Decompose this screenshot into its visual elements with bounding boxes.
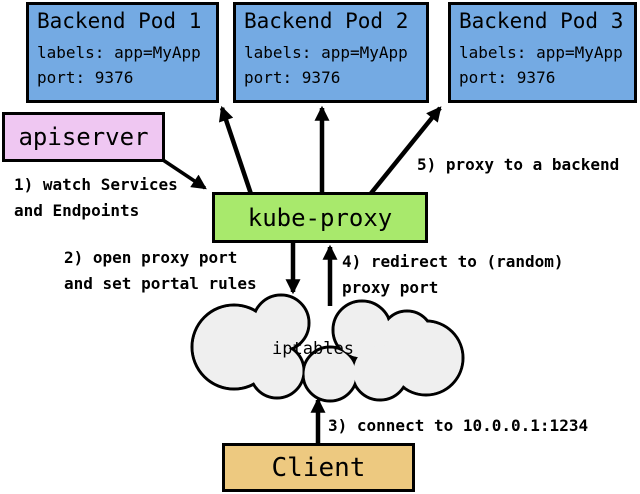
backend-pod-1-port: port: 9376 (37, 68, 134, 87)
backend-pod-1-labels: labels: app=MyApp (37, 43, 201, 62)
step2-annotation: 2) open proxy port and set portal rules (64, 248, 257, 293)
step4-annotation: 4) redirect to (random) proxy port (342, 252, 564, 297)
kube-proxy-label: kube-proxy (247, 203, 393, 232)
arrow-kube-proxy-to-pod3 (366, 106, 442, 199)
arrow-apiserver-to-kube-proxy (159, 156, 207, 190)
backend-pod-2-labels: labels: app=MyApp (244, 43, 408, 62)
backend-pod-3-box: Backend Pod 3 labels: app=MyApp port: 93… (448, 2, 637, 103)
apiserver-box: apiserver (2, 112, 165, 162)
step5-annotation: 5) proxy to a backend (417, 155, 620, 174)
kube-proxy-box: kube-proxy (212, 192, 428, 243)
arrow-kube-proxy-to-pod1 (218, 105, 255, 198)
backend-pod-2-box: Backend Pod 2 labels: app=MyApp port: 93… (233, 2, 429, 103)
backend-pod-3-port: port: 9376 (459, 68, 556, 87)
backend-pod-1-box: Backend Pod 1 labels: app=MyApp port: 93… (26, 2, 219, 103)
apiserver-label: apiserver (18, 123, 149, 151)
iptables-cloud (190, 293, 465, 403)
backend-pod-1-title: Backend Pod 1 (37, 9, 202, 33)
backend-pod-3-labels: labels: app=MyApp (459, 43, 623, 62)
client-label: Client (271, 452, 366, 483)
step1-annotation: 1) watch Services and Endpoints (14, 175, 178, 220)
step3-annotation: 3) connect to 10.0.0.1:1234 (328, 416, 589, 435)
backend-pod-3-title: Backend Pod 3 (459, 9, 624, 33)
backend-pod-2-port: port: 9376 (244, 68, 341, 87)
iptables-label: iptables (272, 339, 354, 359)
backend-pod-2-title: Backend Pod 2 (244, 9, 409, 33)
client-box: Client (222, 443, 415, 492)
